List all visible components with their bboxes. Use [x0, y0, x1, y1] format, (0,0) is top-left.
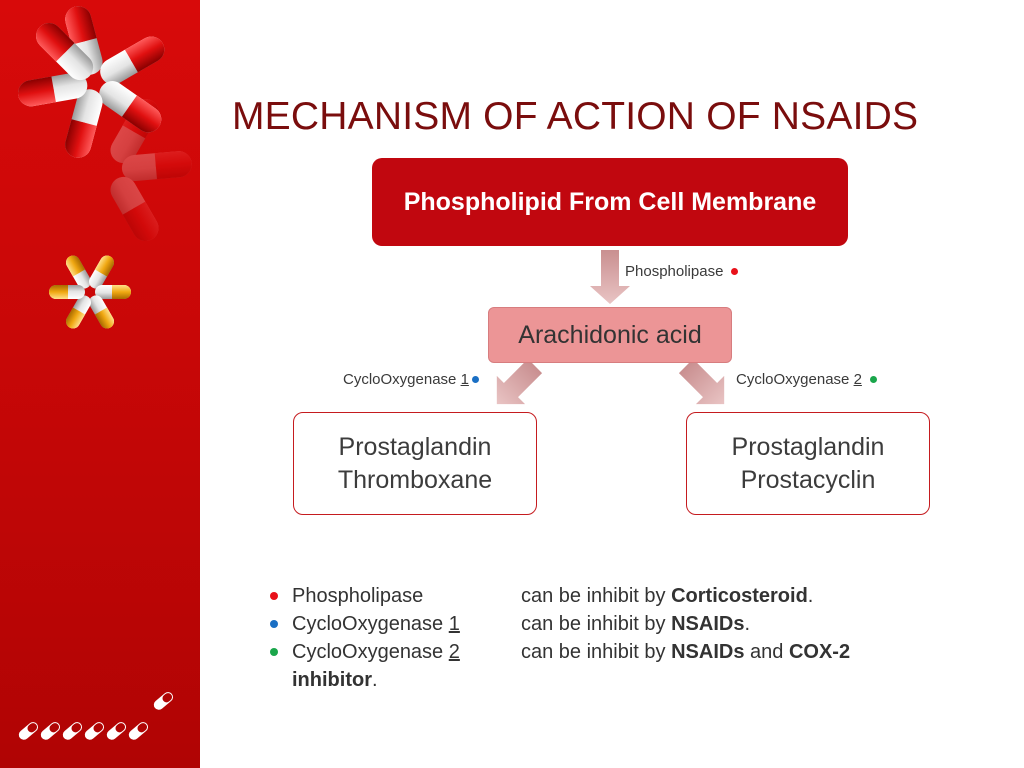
legend-inhibitor-text: can be inhibit by NSAIDs.: [521, 613, 751, 635]
edge-label-cox1-number: 1: [460, 371, 469, 388]
edge-label-cox1: CycloOxygenase 1: [343, 371, 479, 388]
green-bullet-icon: [270, 648, 278, 656]
edge-label-cox2-name: CycloOxygenase: [736, 371, 854, 388]
page-title: MECHANISM OF ACTION OF NSAIDS: [232, 95, 919, 138]
edge-label-cox2: CycloOxygenase 2: [736, 371, 877, 388]
node-arachidonic-acid: Arachidonic acid: [488, 307, 732, 363]
legend-enzyme-name: Phospholipase: [292, 585, 424, 607]
legend-enzyme-name: CycloOxygenase 2: [292, 641, 460, 663]
legend-inhibitor-text: can be inhibit by Corticosteroid.: [521, 585, 814, 607]
edge-label-cox1-name: CycloOxygenase: [343, 371, 461, 388]
node-arachidonic-acid-label: Arachidonic acid: [518, 320, 702, 349]
blue-dot-icon: [471, 375, 479, 383]
capsule-illustration: [15, 3, 193, 742]
green-dot-icon: [869, 375, 877, 383]
node-left-line1: Prostaglandin: [338, 432, 492, 461]
edge-label-phospholipase: Phospholipase: [625, 263, 739, 280]
edge-label-phospholipase-text: Phospholipase: [625, 263, 724, 280]
node-right-line1: Prostaglandin: [731, 432, 885, 461]
node-prostaglandin-thromboxane: Prostaglandin Thromboxane: [293, 412, 537, 515]
red-bullet-icon: [270, 592, 278, 600]
legend-inhibitor-text: can be inhibit by NSAIDs and COX-2: [521, 641, 851, 663]
edge-label-cox2-number: 2: [853, 371, 862, 388]
red-dot-icon: [731, 267, 739, 275]
legend-inhibitor-continuation: inhibitor.: [292, 669, 378, 691]
node-phospholipid-label: Phospholipid From Cell Membrane: [403, 187, 817, 216]
node-left-line2: Thromboxane: [337, 465, 493, 494]
legend-enzyme-name: CycloOxygenase 1: [292, 613, 460, 635]
blue-bullet-icon: [270, 620, 278, 628]
arrow-down-icon: [590, 250, 630, 304]
node-right-line2: Prostacyclin: [740, 465, 876, 494]
node-prostaglandin-prostacyclin: Prostaglandin Prostacyclin: [686, 412, 930, 515]
decorative-side-panel: [0, 0, 200, 768]
node-phospholipid: Phospholipid From Cell Membrane: [372, 158, 848, 246]
